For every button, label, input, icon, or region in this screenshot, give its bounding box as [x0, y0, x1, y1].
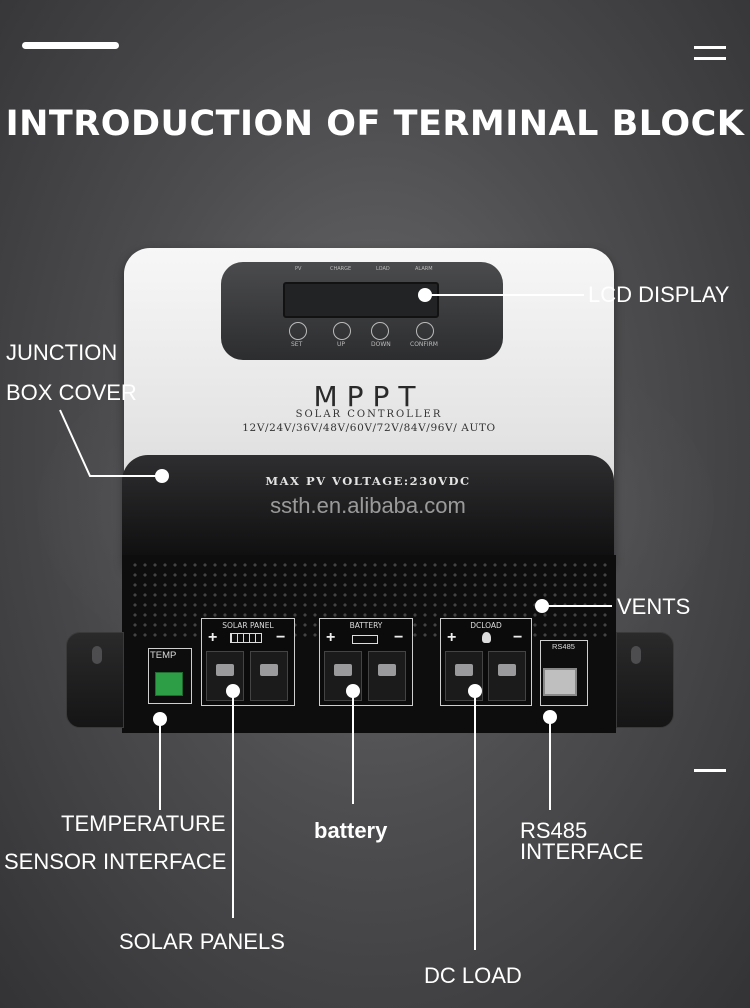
up-button	[333, 322, 351, 340]
junction-callout-dot	[155, 469, 169, 483]
temp-port-label: TEMP	[150, 650, 177, 661]
rs485-label-line1: RS485	[520, 818, 588, 843]
battery-plus: +	[326, 629, 336, 646]
vents-callout-line	[548, 605, 612, 607]
rs485-port-label: RS485	[552, 642, 575, 651]
temperature-label-line2: SENSOR INTERFACE	[4, 849, 227, 874]
led-alarm-label: ALARM	[415, 266, 433, 272]
solar-screw-plus	[206, 651, 244, 701]
solar-callout-line	[232, 694, 234, 918]
brand-subtitle: SOLAR CONTROLLER	[295, 409, 443, 420]
lcd-callout-dot	[418, 288, 432, 302]
rs485-label-line2: INTERFACE	[520, 839, 644, 864]
led-charge-label: CHARGE	[330, 266, 352, 272]
vents-label: VENTS	[617, 594, 691, 619]
battery-label: battery	[314, 818, 388, 843]
dcload-callout-line	[474, 694, 476, 950]
dcload-minus: −	[513, 629, 523, 646]
bottom-dash	[694, 769, 726, 772]
temp-connector	[155, 672, 183, 696]
confirm-button	[416, 322, 434, 340]
rs485-callout-dot	[543, 710, 557, 724]
watermark: ssth.en.alibaba.com	[270, 493, 466, 518]
temp-callout-line	[159, 720, 161, 810]
dcload-callout-dot	[468, 684, 482, 698]
solar-minus: −	[276, 629, 286, 646]
up-button-label: UP	[337, 341, 346, 348]
battery-callout-line	[352, 694, 354, 804]
junction-label-line2: BOX COVER	[6, 380, 137, 405]
dcload-screw-minus	[488, 651, 526, 701]
solar-terminal: SOLAR PANEL + −	[201, 618, 295, 706]
solar-panels-label: SOLAR PANELS	[119, 929, 285, 954]
battery-terminal-label: BATTERY	[349, 621, 383, 630]
junction-box-cover	[122, 455, 614, 555]
temp-port	[148, 648, 192, 704]
temperature-label-line1: TEMPERATURE	[61, 811, 226, 836]
solar-plus: +	[208, 629, 218, 646]
set-button	[289, 322, 307, 340]
mounting-bracket-right	[616, 632, 674, 728]
solar-terminal-label: SOLAR PANEL	[222, 621, 274, 630]
junction-label-line1: JUNCTION	[6, 340, 118, 365]
down-button-label: DOWN	[371, 341, 391, 348]
top-bar[interactable]	[22, 42, 119, 49]
led-pv-label: PV	[295, 266, 302, 272]
dcload-plus: +	[447, 629, 457, 646]
temp-callout-dot	[153, 712, 167, 726]
led-load-label: LOAD	[376, 266, 390, 272]
lcd-screen	[283, 282, 439, 318]
dcload-terminal: DCLOAD + −	[440, 618, 532, 706]
rs485-port-frame	[540, 640, 588, 706]
confirm-button-label: CONFIRM	[410, 341, 438, 348]
battery-screw-minus	[368, 651, 406, 701]
rs485-callout-line	[549, 720, 551, 810]
battery-callout-dot	[346, 684, 360, 698]
solar-screw-minus	[250, 651, 288, 701]
bulb-icon	[482, 632, 491, 643]
dcload-screw-plus	[445, 651, 483, 701]
solar-callout-dot	[226, 684, 240, 698]
page-title: INTRODUCTION OF TERMINAL BLOCK	[5, 104, 745, 144]
dcload-terminal-label: DCLOAD	[470, 621, 502, 630]
solar-panel-icon	[230, 633, 262, 643]
vents-callout-dot	[535, 599, 549, 613]
mounting-bracket-left	[66, 632, 124, 728]
rs485-port	[543, 668, 577, 696]
mounting-slot-left	[92, 646, 102, 664]
voltage-range: 12V/24V/36V/48V/60V/72V/84V/96V/ AUTO	[242, 422, 496, 434]
battery-terminal: BATTERY + −	[319, 618, 413, 706]
brand-name: MPPT	[313, 380, 425, 413]
dc-load-label: DC LOAD	[424, 963, 522, 988]
set-button-label: SET	[291, 341, 303, 348]
battery-icon	[352, 635, 378, 644]
max-pv-voltage: MAX PV VOLTAGE:230VDC	[265, 474, 471, 488]
battery-minus: −	[394, 629, 404, 646]
menu-icon[interactable]	[694, 46, 726, 62]
mounting-slot-right	[631, 646, 641, 664]
lcd-display-label: LCD DISPLAY	[588, 282, 730, 307]
down-button	[371, 322, 389, 340]
lcd-callout-line	[430, 294, 584, 296]
